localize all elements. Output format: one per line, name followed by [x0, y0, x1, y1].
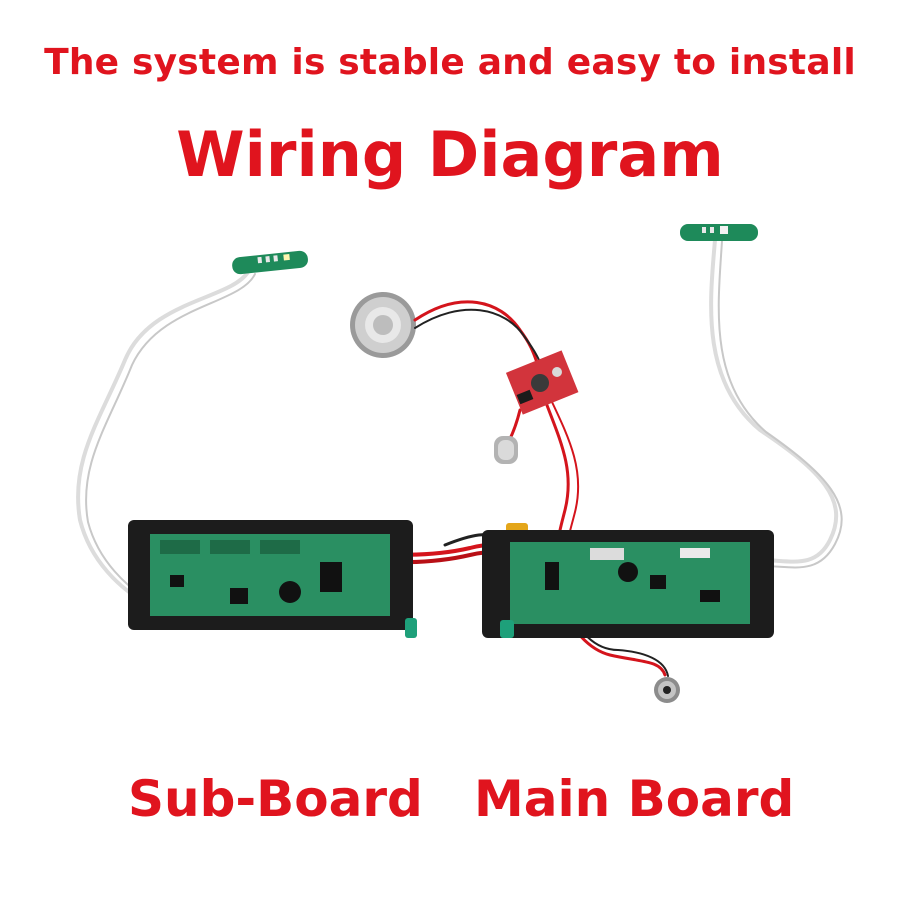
- power-switch: [494, 436, 518, 464]
- white-wire-left: [76, 270, 256, 607]
- sub-board-label: Sub-Board: [128, 770, 423, 828]
- main-board-label: Main Board: [474, 770, 795, 828]
- bluetooth-module: [505, 350, 579, 415]
- sensor-board-left: [232, 250, 308, 275]
- main-board: [482, 530, 774, 638]
- headline: The system is stable and easy to install: [44, 42, 856, 83]
- charge-port: [654, 677, 680, 703]
- speaker: [350, 292, 416, 358]
- white-wire-right: [709, 238, 843, 569]
- page-title: Wiring Diagram: [176, 118, 724, 191]
- sensor-board-right: [680, 224, 758, 241]
- sub-board: [128, 520, 417, 638]
